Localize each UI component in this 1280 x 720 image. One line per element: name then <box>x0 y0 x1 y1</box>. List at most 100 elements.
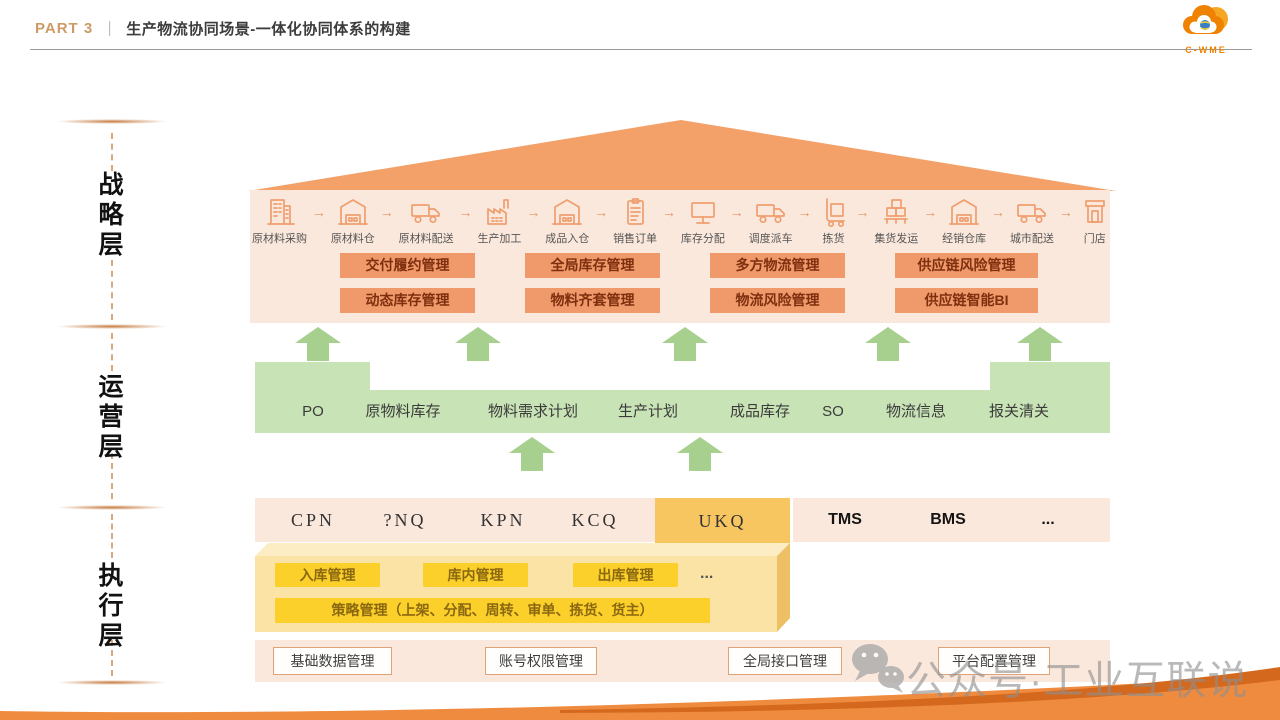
chain-step: 原材料采购 <box>252 195 307 246</box>
watermark-text: 公众号·工业互联说 <box>906 659 1249 703</box>
chain-step-label: 库存分配 <box>680 233 725 245</box>
up-arrow-icon <box>509 437 555 471</box>
ops-item: 物料需求计划 <box>487 403 579 420</box>
management-button: 供应链风险管理 <box>895 253 1038 278</box>
flow-arrow-icon: → <box>797 204 812 220</box>
warehouse-icon <box>550 195 584 229</box>
other-systems-band <box>793 498 1110 542</box>
management-button: 物料齐套管理 <box>525 288 660 313</box>
chain-step: 销售订单 <box>613 195 657 246</box>
flow-arrow-icon: → <box>661 204 676 220</box>
flow-arrow-icon: → <box>379 204 394 220</box>
more-dots: ... <box>700 565 714 582</box>
cloud-logo-icon <box>1183 5 1228 34</box>
flow-arrow-icon: → <box>855 204 870 220</box>
layer-divider <box>56 324 168 329</box>
chain-step: 经销仓库 <box>942 195 986 246</box>
flow-arrow-icon: → <box>594 204 609 220</box>
ops-item: 生产计划 <box>617 403 679 420</box>
warehouse-icon <box>947 195 981 229</box>
management-button: 供应链智能BI <box>895 288 1038 313</box>
logo-text: C-WME <box>1185 45 1227 55</box>
chain-step-label: 销售订单 <box>613 233 658 245</box>
building-icon <box>263 195 297 229</box>
up-arrow-icon <box>295 327 341 361</box>
company-logo: C-WME <box>1168 3 1244 55</box>
layer-divider <box>56 680 168 685</box>
header-divider: ｜ <box>102 21 118 38</box>
factory-icon <box>482 195 516 229</box>
chain-step-label: 原材料采购 <box>252 233 307 245</box>
chain-step-label: 生产加工 <box>477 233 522 245</box>
up-arrow-icon <box>865 327 911 361</box>
chain-step-label: 城市配送 <box>1009 233 1054 245</box>
chain-step: 原材料仓 <box>331 195 375 246</box>
flow-arrow-icon: → <box>311 204 326 220</box>
header-rule <box>30 49 1252 50</box>
dashed-line <box>111 260 113 320</box>
ops-item: PO <box>302 403 324 420</box>
flow-arrow-icon: → <box>991 204 1006 220</box>
up-arrow-icon <box>662 327 708 361</box>
management-button: 动态库存管理 <box>340 288 475 313</box>
warehouse-button: 库内管理 <box>423 563 528 587</box>
strategy-management-bar: 策略管理（上架、分配、周转、审单、拣货、货主） <box>275 598 710 623</box>
foundation-box: 全局接口管理 <box>728 647 842 675</box>
foundation-box: 账号权限管理 <box>485 647 597 675</box>
page-title: 生产物流协同场景-一体化协同体系的构建 <box>126 21 411 38</box>
flow-arrow-icon: → <box>526 204 541 220</box>
supply-chain-flow: 原材料采购→原材料仓→原材料配送→生产加工→成品入仓→销售订单→库存分配→调度派… <box>252 195 1112 246</box>
cart-icon <box>817 195 851 229</box>
foundation-box: 平台配置管理 <box>938 647 1050 675</box>
other-system-label: ... <box>1041 511 1055 528</box>
chain-step-label: 拣货 <box>822 233 845 245</box>
warehouse-block-3d <box>255 543 790 632</box>
ops-item: SO <box>822 403 844 420</box>
wms-tab: ?NQ <box>383 510 427 530</box>
other-system-label: BMS <box>930 511 966 528</box>
chain-step: 集货发运 <box>874 195 918 246</box>
truck-icon <box>1015 195 1049 229</box>
flow-arrow-icon: → <box>458 204 473 220</box>
bottom-swoosh <box>0 667 1280 720</box>
ops-item: 物流信息 <box>885 403 947 420</box>
chain-step-label: 经销仓库 <box>942 233 987 245</box>
chain-step: 成品入仓 <box>545 195 589 246</box>
order-icon <box>618 195 652 229</box>
ops-item: 成品库存 <box>729 403 791 420</box>
up-arrow-icon <box>455 327 501 361</box>
truck-icon <box>754 195 788 229</box>
wechat-icon <box>852 644 904 693</box>
chain-step: 拣货 <box>817 195 851 246</box>
wms-tab: KPN <box>480 510 526 530</box>
other-system-label: TMS <box>828 511 862 528</box>
management-button: 交付履约管理 <box>340 253 475 278</box>
layer-label-execution: 执行层 <box>95 562 123 652</box>
management-button: 多方物流管理 <box>710 253 845 278</box>
chain-step-label: 成品入仓 <box>545 233 590 245</box>
dashed-line <box>111 514 113 558</box>
management-button: 物流风险管理 <box>710 288 845 313</box>
flow-arrow-icon: → <box>1058 204 1073 220</box>
part-label: PART 3 <box>35 20 94 37</box>
chain-step: 原材料配送 <box>399 195 454 246</box>
chain-step: 调度派车 <box>749 195 793 246</box>
chain-step-label: 门店 <box>1083 233 1106 245</box>
ops-band <box>255 390 1110 433</box>
chain-step: 生产加工 <box>477 195 521 246</box>
roof-shape <box>248 120 1116 191</box>
pallet-icon <box>879 195 913 229</box>
chain-step: 库存分配 <box>681 195 725 246</box>
wms-tab: CPN <box>290 510 336 530</box>
layer-label-operations: 运营层 <box>95 373 123 463</box>
store-icon <box>1078 195 1112 229</box>
header: PART 3 ｜ 生产物流协同场景-一体化协同体系的构建 <box>35 18 411 39</box>
chain-step: 城市配送 <box>1010 195 1054 246</box>
chain-step: 门店 <box>1078 195 1112 246</box>
foundation-box: 基础数据管理 <box>273 647 392 675</box>
dashed-line <box>111 640 113 676</box>
layer-divider <box>56 505 168 510</box>
dashed-line <box>111 453 113 499</box>
wms-tab-active: UKQ <box>655 498 790 545</box>
